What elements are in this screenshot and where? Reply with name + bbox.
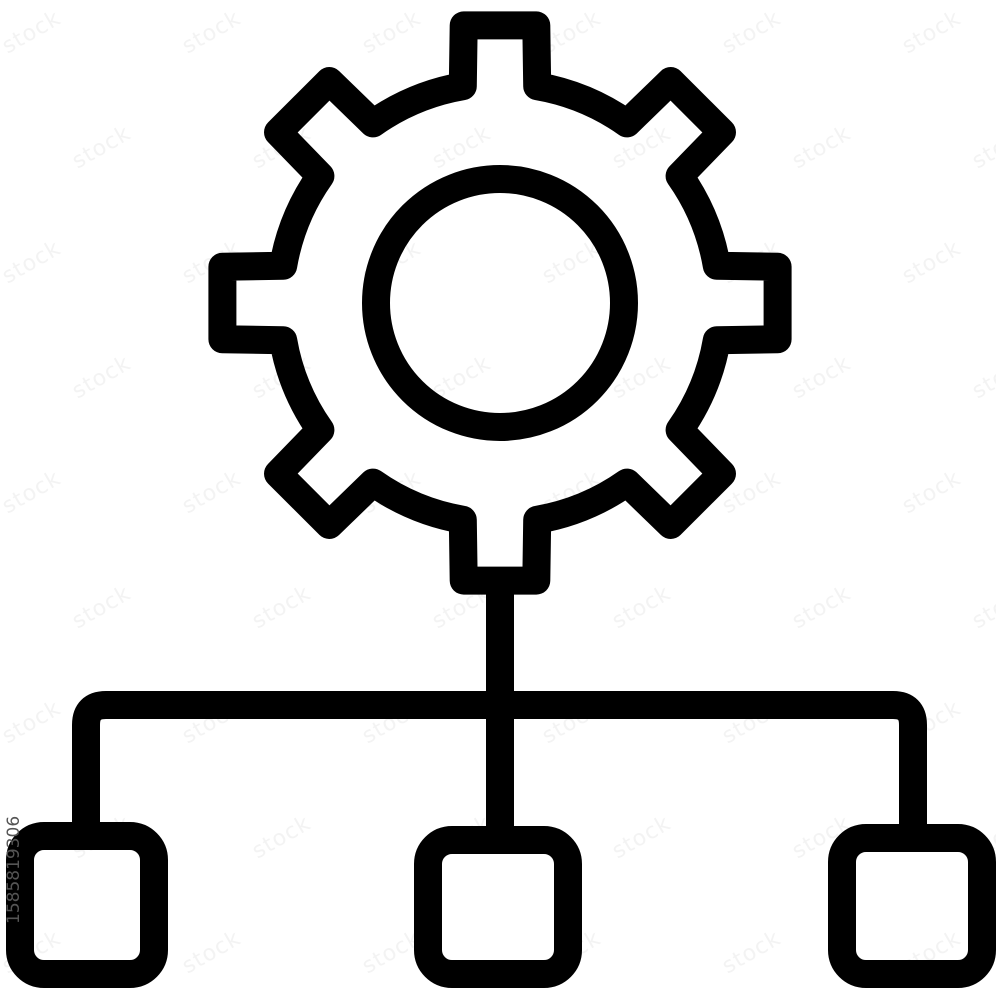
node-box-left [6,822,168,988]
stock-image-id: 1585819306 [4,815,24,925]
gear-center-circle [362,165,638,441]
node-box-center [414,826,582,988]
gear-outline [208,11,792,595]
node-box-right [828,824,996,988]
